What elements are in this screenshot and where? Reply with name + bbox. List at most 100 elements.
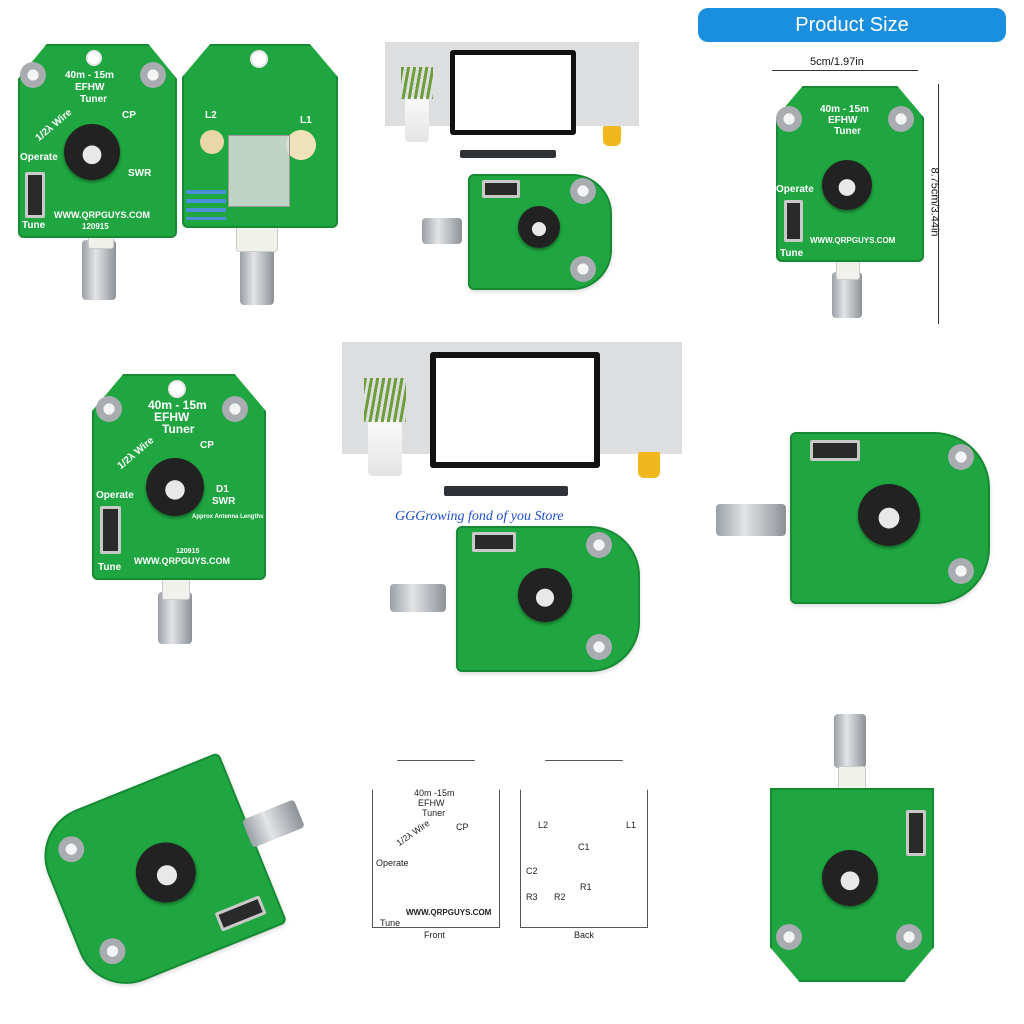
diagram-c2: C2 [526,866,538,876]
width-label: 5cm/1.97in [810,56,864,68]
operate-tune-switch [906,810,926,856]
diagram-model: EFHW [418,798,445,808]
binding-post [222,396,248,422]
swr-label: SWR [212,496,236,507]
tune-label: Tune [22,220,46,231]
board-side-photo [716,428,1006,620]
binding-post [570,256,596,282]
width-dimension-line [772,70,918,71]
bnc-connector [82,240,116,300]
bnc-connector [390,584,446,612]
diagram-tune: Tune [380,918,401,928]
desk-scene [342,342,682,502]
note-label: Approx Antenna Lengths [192,514,264,520]
monitor-screen [455,55,571,130]
plant-leaves [401,67,433,99]
url-label: WWW.QRPGUYS.COM [810,236,896,245]
l2-label: L2 [205,110,217,121]
board-tilted-photo [24,745,334,999]
l1-label: L1 [300,115,312,126]
front-board-photo: 40m - 15m EFHW Tuner 1/2λ Wire CP D1 SWR… [88,372,268,652]
product-size-title: Product Size [795,14,909,36]
tuning-knob [518,568,572,622]
cp-label: CP [200,440,214,451]
diagram-operate: Operate [376,858,409,868]
store-watermark: GGGrowing fond of you Store [395,509,564,524]
bnc-connector [240,245,274,305]
model-label: EFHW [75,82,105,93]
board-rotated-photo [390,522,640,672]
toroid-coil [286,130,316,160]
operate-tune-switch [472,532,516,552]
tuning-knob [64,124,120,180]
cp-label: CP [122,110,136,121]
operate-tune-switch [810,440,860,461]
model-label: EFHW [828,115,858,126]
bnc-connector [158,592,192,644]
binding-post [570,178,596,204]
tuning-knob [146,458,204,516]
height-label: 8.75cm/3.44in [928,167,941,237]
front-back-photo: 40m - 15m EFHW Tuner 1/2λ Wire CP Operat… [10,40,340,310]
diagram-back-outline [520,760,648,928]
bnc-connector [716,504,786,536]
binding-post [948,558,974,584]
diagram-back-caption: Back [574,930,595,940]
tuning-knob [822,160,872,210]
binding-post [896,924,922,950]
diagram-r2: R2 [554,892,566,902]
keyboard [444,486,568,496]
plant-pot [405,97,429,142]
pcb-diagram: 40m -15m EFHW Tuner 1/2λ Wire CP Operate… [370,758,650,943]
binding-post [20,62,46,88]
d1-label: D1 [216,484,229,495]
coffee-mug [638,452,660,478]
product-size-banner: Product Size [698,8,1006,42]
binding-post [96,396,122,422]
tune-label: Tune [98,562,122,573]
type-label: Tuner [834,126,862,137]
binding-post [586,532,612,558]
height-dimension-line [938,84,939,324]
plant-pot [368,420,402,476]
url-label: WWW.QRPGUYS.COM [54,210,150,220]
diagram-band: 40m -15m [414,788,455,798]
binding-post [948,444,974,470]
tuning-knob [858,484,920,546]
url-label: WWW.QRPGUYS.COM [134,556,230,566]
coffee-mug [603,126,621,146]
diagram-url: WWW.QRPGUYS.COM [406,908,492,917]
mount-hole [168,380,186,398]
date-label: 120915 [82,222,109,231]
product-size-photo: 40m - 15m EFHW Tuner Operate WWW.QRPGUYS… [770,84,930,324]
tuning-knob [518,206,560,248]
mount-hole [250,50,268,68]
band-label: 40m - 15m [148,398,207,412]
operate-tune-switch [25,172,45,218]
diagram-r3: R3 [526,892,538,902]
bnc-connector [422,218,462,244]
tuning-knob [822,850,878,906]
operate-label: Operate [776,184,814,195]
binding-post [586,634,612,660]
operate-label: Operate [96,490,134,501]
binding-post [888,106,914,132]
type-label: Tuner [162,422,195,436]
binding-post [776,106,802,132]
board-rotated-photo [420,170,612,290]
plant-leaves [364,378,406,422]
bnc-connector [241,799,305,849]
tune-label: Tune [780,248,804,259]
swr-label: SWR [128,168,152,179]
operate-tune-switch [784,200,803,242]
diagram-front-caption: Front [424,930,446,940]
board-inverted-photo [766,714,936,984]
diagram-l1: L1 [626,820,637,830]
operate-tune-switch [482,180,520,198]
band-label: 40m - 15m [820,104,869,115]
binding-post [776,924,802,950]
diagram-cp: CP [456,822,469,832]
operate-tune-switch [100,506,121,554]
type-label: Tuner [80,94,108,105]
model-label: EFHW [154,410,190,424]
